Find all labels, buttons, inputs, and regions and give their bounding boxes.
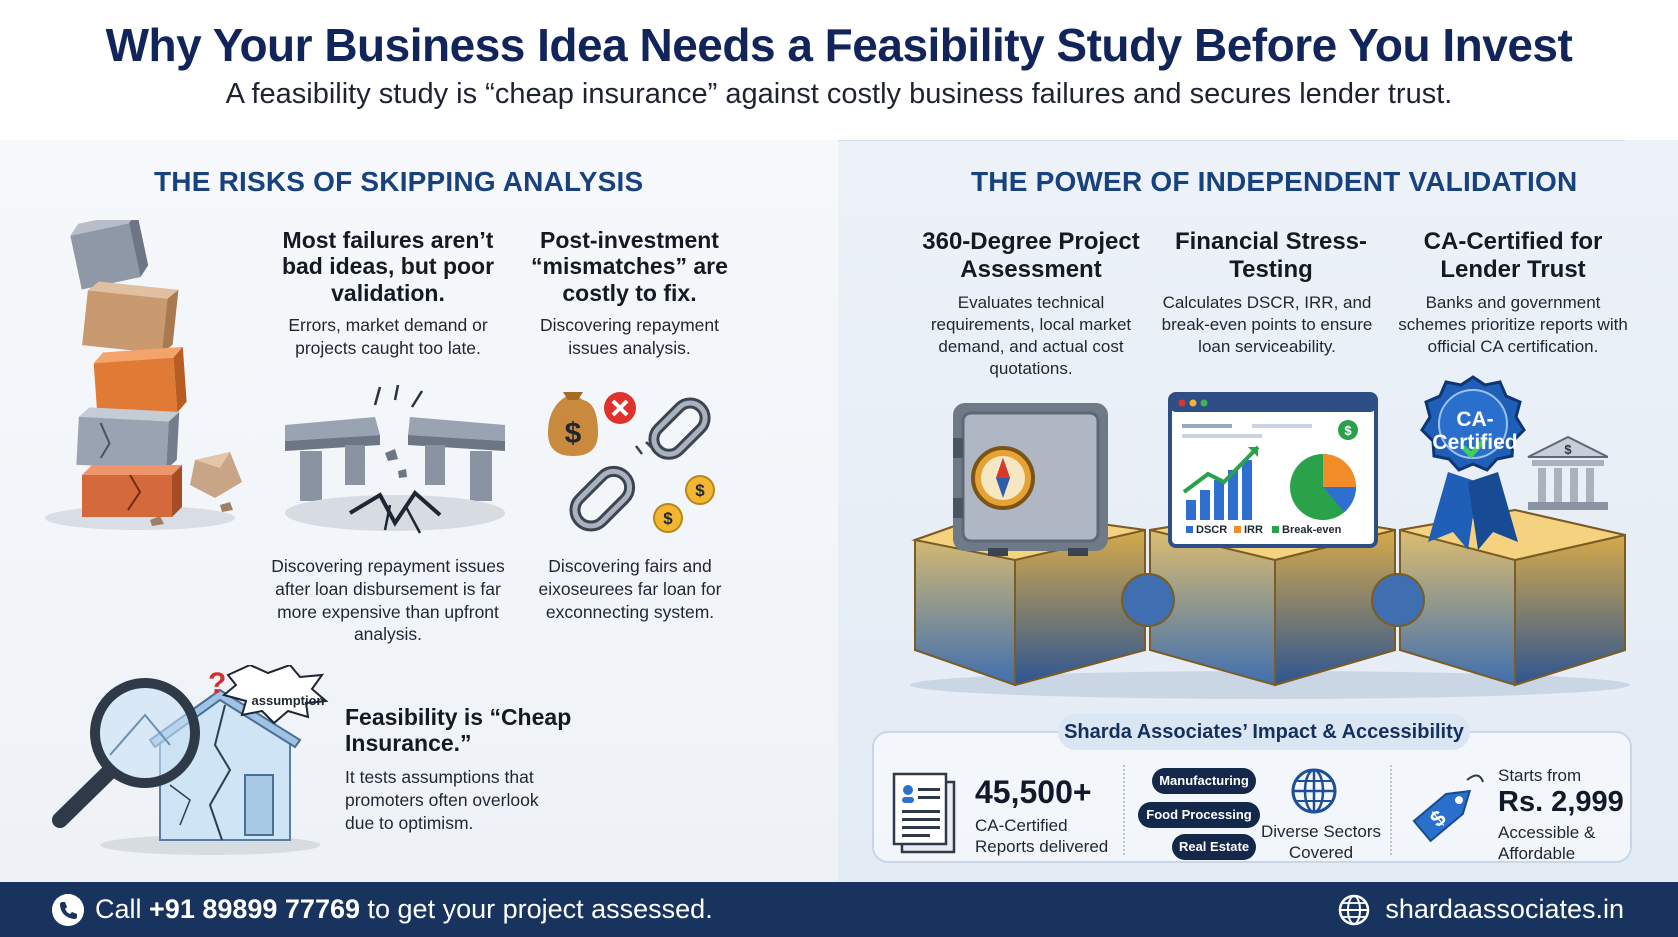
call-prefix: Call [95, 894, 142, 924]
reports-label: CA-Certified Reports delivered [975, 816, 1109, 857]
ca-certified-seal-icon: $ [1420, 375, 1608, 550]
legend-irr: IRR [1244, 524, 1263, 536]
footer: Call +91 89899 77769 to get your project… [0, 882, 1678, 937]
page-subtitle: A feasibility study is “cheap insurance”… [225, 78, 1453, 110]
top-divider [838, 140, 1625, 141]
phone-number[interactable]: +91 89899 77769 [149, 894, 360, 924]
coin-dollar-glyph: $ [663, 509, 673, 528]
sector-pill-real-estate: Real Estate [1172, 834, 1256, 860]
price-label: Accessible & Affordable [1498, 823, 1596, 864]
impact-separator [1390, 765, 1392, 855]
dollar-sign-glyph: $ [565, 417, 582, 450]
assessment-heading: 360-Degree Project Assessment [922, 228, 1140, 283]
cracked-house-magnifier-icon: ? [52, 665, 329, 855]
financial-dashboard-icon: $ DSCR IRR Break-even [1168, 392, 1378, 548]
coin-dollar-glyph: $ [695, 481, 705, 500]
globe-icon [1291, 768, 1337, 814]
broken-bridge-icon [285, 385, 505, 534]
safe-icon [953, 403, 1108, 556]
phone-icon[interactable] [52, 894, 84, 926]
svg-text:?: ? [208, 667, 226, 700]
mismatch-text: Discovering repayment issues analysis. [540, 315, 719, 358]
legend-dscr: DSCR [1196, 524, 1227, 536]
impact-title: Sharda Associates’ Impact & Accessibilit… [1058, 714, 1470, 750]
header: Why Your Business Idea Needs a Feasibili… [0, 0, 1678, 140]
assumption-label: assumption [251, 693, 325, 708]
stress-test-heading: Financial Stress-Testing [1174, 228, 1368, 283]
website-link[interactable]: shardaassociates.in [1385, 894, 1624, 924]
stress-test-text: Calculates DSCR, IRR, and break-even poi… [1161, 293, 1373, 357]
sectors-label: Diverse Sectors Covered [1261, 822, 1381, 863]
cracked-blocks-icon [45, 220, 242, 530]
price-prefix: Starts from [1498, 766, 1582, 785]
page-title: Why Your Business Idea Needs a Feasibili… [105, 19, 1573, 71]
price-value: Rs. 2,999 [1498, 786, 1624, 818]
call-suffix: to get your project assessed. [367, 894, 713, 924]
impact-separator [1123, 765, 1125, 855]
risks-section-title: THE RISKS OF SKIPPING ANALYSIS [154, 166, 644, 197]
website-globe-icon [1338, 894, 1370, 926]
bridge-text: Discovering repayment issues after loan … [271, 556, 505, 645]
failures-heading: Most failures aren’t bad ideas, but poor… [281, 227, 495, 306]
reports-document-icon [892, 772, 956, 854]
footer-call-text[interactable]: Call +91 89899 77769 to get your project… [95, 894, 713, 925]
mismatch-heading: Post-investment “mismatches” are costly … [531, 227, 728, 306]
assessment-text: Evaluates technical requirements, local … [930, 293, 1132, 379]
broken-chain-icon: $ $ $ [548, 392, 715, 533]
failures-text: Errors, market demand or projects caught… [288, 315, 488, 358]
legend-break-even: Break-even [1282, 524, 1342, 536]
ca-certified-heading: CA-Certified for Lender Trust [1423, 228, 1603, 283]
sector-pill-food-processing: Food Processing [1138, 802, 1260, 828]
price-tag-icon: $ [1412, 774, 1484, 843]
insurance-text: It tests assumptions that promoters ofte… [345, 767, 539, 833]
ca-certified-text: Banks and government schemes prioritize … [1398, 293, 1628, 357]
insurance-heading: Feasibility is “Cheap Insurance.” [345, 704, 572, 757]
sector-pill-manufacturing: Manufacturing [1152, 768, 1256, 794]
chain-text: Discovering fairs and eixoseurees far lo… [538, 556, 722, 622]
validation-section-title: THE POWER OF INDEPENDENT VALIDATION [971, 166, 1578, 197]
seal-text: CA-Certified [1432, 408, 1518, 455]
bank-dollar-glyph: $ [1564, 442, 1572, 457]
reports-count: 45,500+ [975, 774, 1092, 810]
dashboard-dollar-glyph: $ [1344, 423, 1352, 438]
